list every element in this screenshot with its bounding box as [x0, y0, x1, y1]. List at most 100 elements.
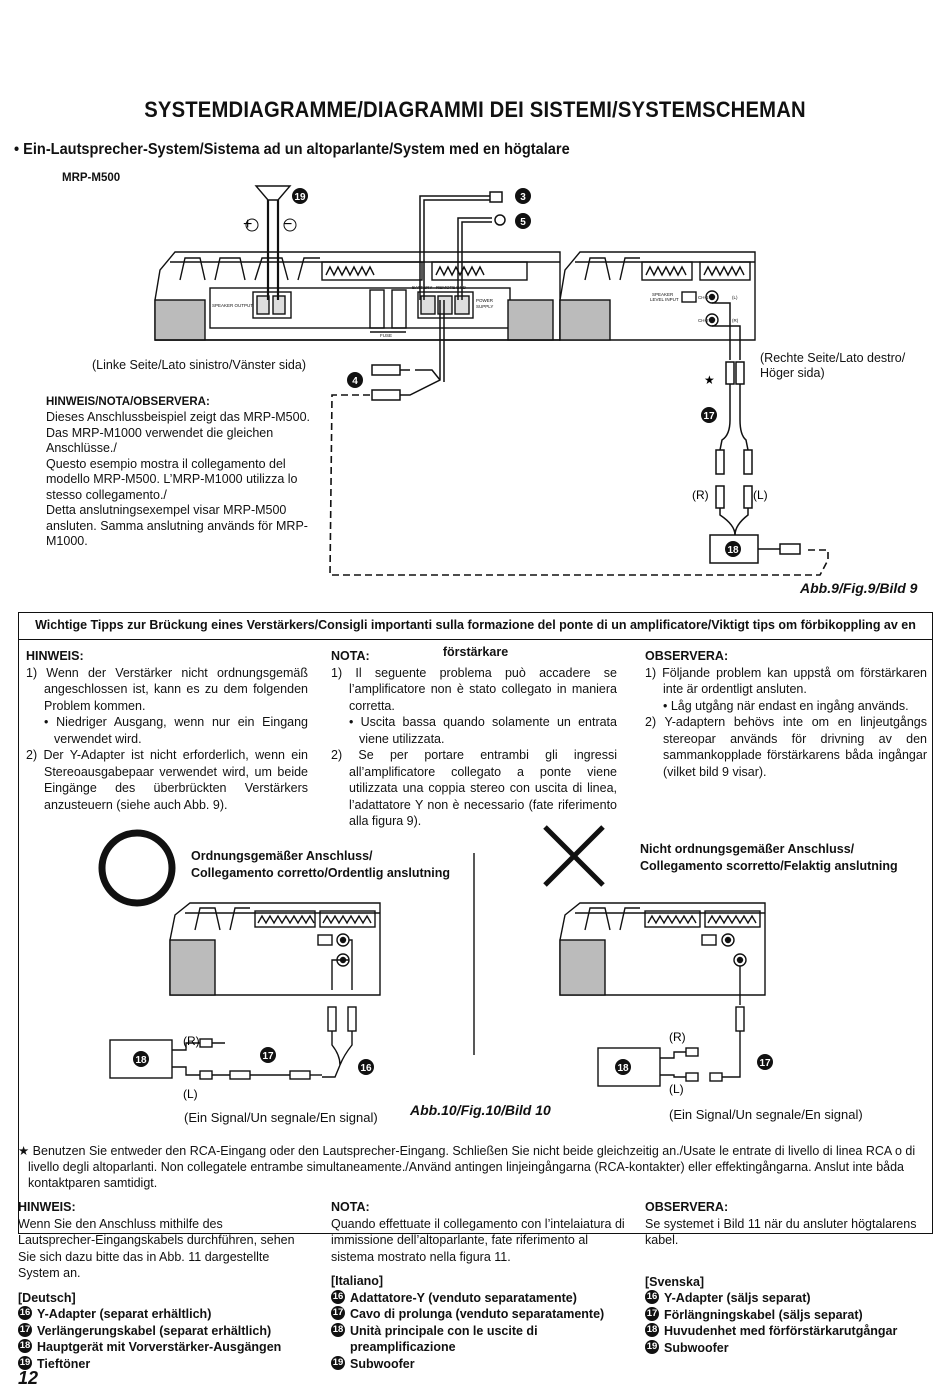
- item-text: Subwoofer: [664, 1340, 729, 1355]
- remote-label: REMOTE: [436, 285, 455, 290]
- amplifier-correct: [109, 902, 381, 1080]
- bottom-sv-heading: OBSERVERA:: [645, 1200, 729, 1214]
- ch2-label: CH-2: [698, 318, 709, 323]
- battery-label: BATTERY: [412, 285, 432, 290]
- item-text: Subwoofer: [350, 1356, 415, 1371]
- callout-18-correct: 18: [133, 1051, 149, 1067]
- item-number: 16: [18, 1306, 32, 1320]
- label-r-wrong: (R): [669, 1030, 686, 1044]
- item-text: Adattatore-Y (venduto separatamente): [350, 1290, 577, 1305]
- r-label: (R): [732, 318, 739, 323]
- svg-text:17: 17: [759, 1058, 771, 1069]
- section-subtitle: • Ein-Lautsprecher-System/Sistema ad un …: [14, 141, 570, 158]
- bottom-de-lang: [Deutsch]: [18, 1290, 76, 1305]
- signal-label-right: (Ein Signal/Un segnale/En signal): [669, 1107, 863, 1122]
- svg-text:5: 5: [520, 217, 526, 228]
- svg-text:17: 17: [262, 1051, 274, 1062]
- page-title: SYSTEMDIAGRAMME/DIAGRAMMI DEI SISTEMI/SY…: [144, 97, 806, 122]
- figure-9-caption: Abb.9/Fig.9/Bild 9: [800, 580, 918, 596]
- bottom-de-heading: HINWEIS:: [18, 1200, 76, 1214]
- model-label: MRP-M500: [62, 172, 121, 184]
- wrong-connection-label-2: Collegamento scorretto/Felaktig anslutni…: [640, 859, 898, 873]
- wrong-cross-icon: [543, 825, 605, 887]
- callout-17: 17: [701, 407, 717, 423]
- power-supply-label-2: SUPPLY: [476, 304, 493, 309]
- tips-it-p2: 2) Se per portare entrambi gli ingressi …: [331, 748, 617, 828]
- list-item: 18 Hauptgerät mit Vorverstärker-Ausgängen: [18, 1339, 303, 1356]
- power-supply-label-1: POWER: [476, 298, 494, 303]
- item-number: 19: [331, 1355, 345, 1370]
- notes-9: HINWEIS/NOTA/OBSERVERA: Dieses Anschluss…: [46, 396, 311, 550]
- svg-text:18: 18: [727, 545, 739, 556]
- correct-connection-label: Ordnungsgemäßer Anschluss/ Collegamento …: [191, 848, 450, 882]
- plus-sign: +: [243, 216, 252, 233]
- minus-sign: −: [283, 216, 292, 233]
- callout-18: 18: [725, 541, 741, 557]
- svg-text:18: 18: [617, 1063, 629, 1074]
- notes-9-line: Questo esempio mostra il collegamento de…: [46, 456, 286, 471]
- tips-de-p1: 1) Wenn der Verstärker nicht ordnungsgem…: [26, 665, 308, 713]
- label-r: (R): [692, 488, 709, 502]
- svg-text:19: 19: [294, 192, 306, 203]
- item-number: 17: [18, 1322, 32, 1337]
- tips-it-p1b: • Uscita bassa quando solamente un entra…: [349, 715, 617, 746]
- tips-sv-p2: 2) Y-adaptern behövs inte om en linjeutg…: [645, 715, 927, 779]
- fuse-label: FUSE: [380, 333, 392, 338]
- amplifier-right-labels: SPEAKER LEVEL INPUT CH-1 CH-2 (L) (R): [650, 292, 739, 323]
- speaker-output-label: SPEAKER OUTPUT: [212, 303, 253, 308]
- callout-16-correct: 16: [358, 1059, 374, 1075]
- item-text: Verlängerungskabel (separat erhältlich): [37, 1323, 272, 1338]
- correct-circle-icon: [98, 829, 176, 907]
- star-marker: ★: [704, 373, 715, 387]
- notes-9-heading: HINWEIS/NOTA/OBSERVERA:: [46, 396, 210, 408]
- item-number: 17: [645, 1306, 659, 1321]
- tips-it-heading: NOTA:: [331, 649, 370, 663]
- notes-9-line: Detta anslutningsexempel visar MRP-M500: [46, 503, 287, 517]
- bottom-it-text: Quando effettuate il collegamento con l’…: [331, 1216, 625, 1264]
- tips-sv-p1b: • Låg utgång när endast en ingång använd…: [663, 698, 909, 713]
- list-item: 16 Y-Adapter (separat erhältlich): [18, 1306, 303, 1323]
- tips-box: [18, 612, 933, 1234]
- item-number: 17: [331, 1306, 345, 1320]
- correct-connection-label-2: Collegamento corretto/Ordentlig anslutni…: [191, 866, 451, 880]
- tips-column-sv: OBSERVERA: 1) Följande problem kan uppst…: [645, 648, 927, 780]
- notes-9-line: modello MRP-M500. L’MRP-M1000 utilizza l…: [46, 472, 298, 486]
- bottom-column-it: NOTA: Quando effettuate il collegamento …: [331, 1199, 626, 1372]
- wrong-connection-label-1: Nicht ordnungsgemäßer Anschluss/: [640, 842, 855, 856]
- item-text: Unità principale con le uscite di preamp…: [350, 1323, 538, 1355]
- svg-text:16: 16: [360, 1063, 372, 1074]
- speaker-level-input-label-2: LEVEL INPUT: [650, 297, 679, 302]
- figure-9-diagram: SPEAKER OUTPUT FUSE BATTERY REMOTE GND P…: [154, 185, 829, 576]
- tips-column-it: NOTA: 1) Il seguente problema può accade…: [331, 648, 617, 830]
- right-side-label-1: (Rechte Seite/Lato destro/: [760, 351, 906, 365]
- item-text: Y-Adapter (separat erhältlich): [37, 1307, 212, 1321]
- item-text: Huvudenhet med förförstärkarutgångar: [664, 1324, 898, 1338]
- l-label: (L): [732, 295, 738, 300]
- list-item: 19 Subwoofer: [331, 1355, 626, 1373]
- tips-sv-heading: OBSERVERA:: [645, 649, 729, 663]
- tips-de-heading: HINWEIS:: [26, 649, 84, 663]
- item-text: Hauptgerät mit Vorverstärker-Ausgängen: [37, 1340, 282, 1354]
- item-number: 18: [18, 1339, 32, 1353]
- tips-de-p2: 2) Der Y-Adapter ist nicht erforderlich,…: [26, 748, 308, 812]
- tips-header: Wichtige Tipps zur Brückung eines Verstä…: [18, 612, 933, 659]
- bottom-it-lang: [Italiano]: [331, 1274, 384, 1288]
- figure-10-caption: Abb.10/Fig.10/Bild 10: [410, 1102, 551, 1118]
- bottom-it-heading: NOTA:: [331, 1200, 370, 1214]
- signal-label-left: (Ein Signal/Un segnale/En signal): [184, 1110, 378, 1125]
- ch1-label: CH-1: [698, 295, 709, 300]
- item-text: Y-Adapter (säljs separat): [664, 1291, 811, 1305]
- callout-5: 5: [515, 213, 531, 229]
- label-l-correct: (L): [183, 1087, 198, 1101]
- tips-it-p1: 1) Il seguente problema può accadere se …: [331, 665, 617, 713]
- bottom-sv-lang: [Svenska]: [645, 1274, 705, 1289]
- notes-9-line: M1000.: [46, 534, 88, 548]
- callout-17-correct: 17: [260, 1047, 276, 1063]
- svg-text:17: 17: [703, 411, 715, 422]
- item-number: 18: [331, 1322, 345, 1337]
- label-r-correct: (R): [183, 1034, 200, 1048]
